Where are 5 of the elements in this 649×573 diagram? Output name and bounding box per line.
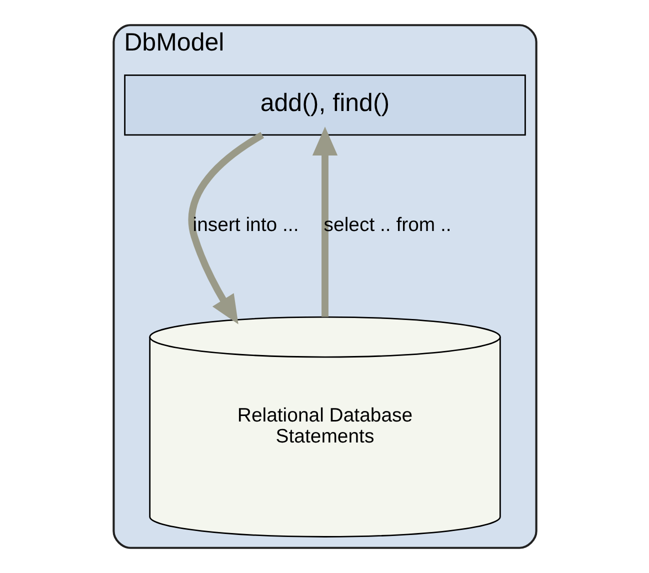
arrow — [188, 132, 264, 324]
edge-label: select .. from .. — [323, 214, 451, 236]
arrow — [312, 126, 338, 317]
edge-label: insert into ... — [192, 214, 298, 236]
node-box: add(), find() — [124, 74, 526, 136]
